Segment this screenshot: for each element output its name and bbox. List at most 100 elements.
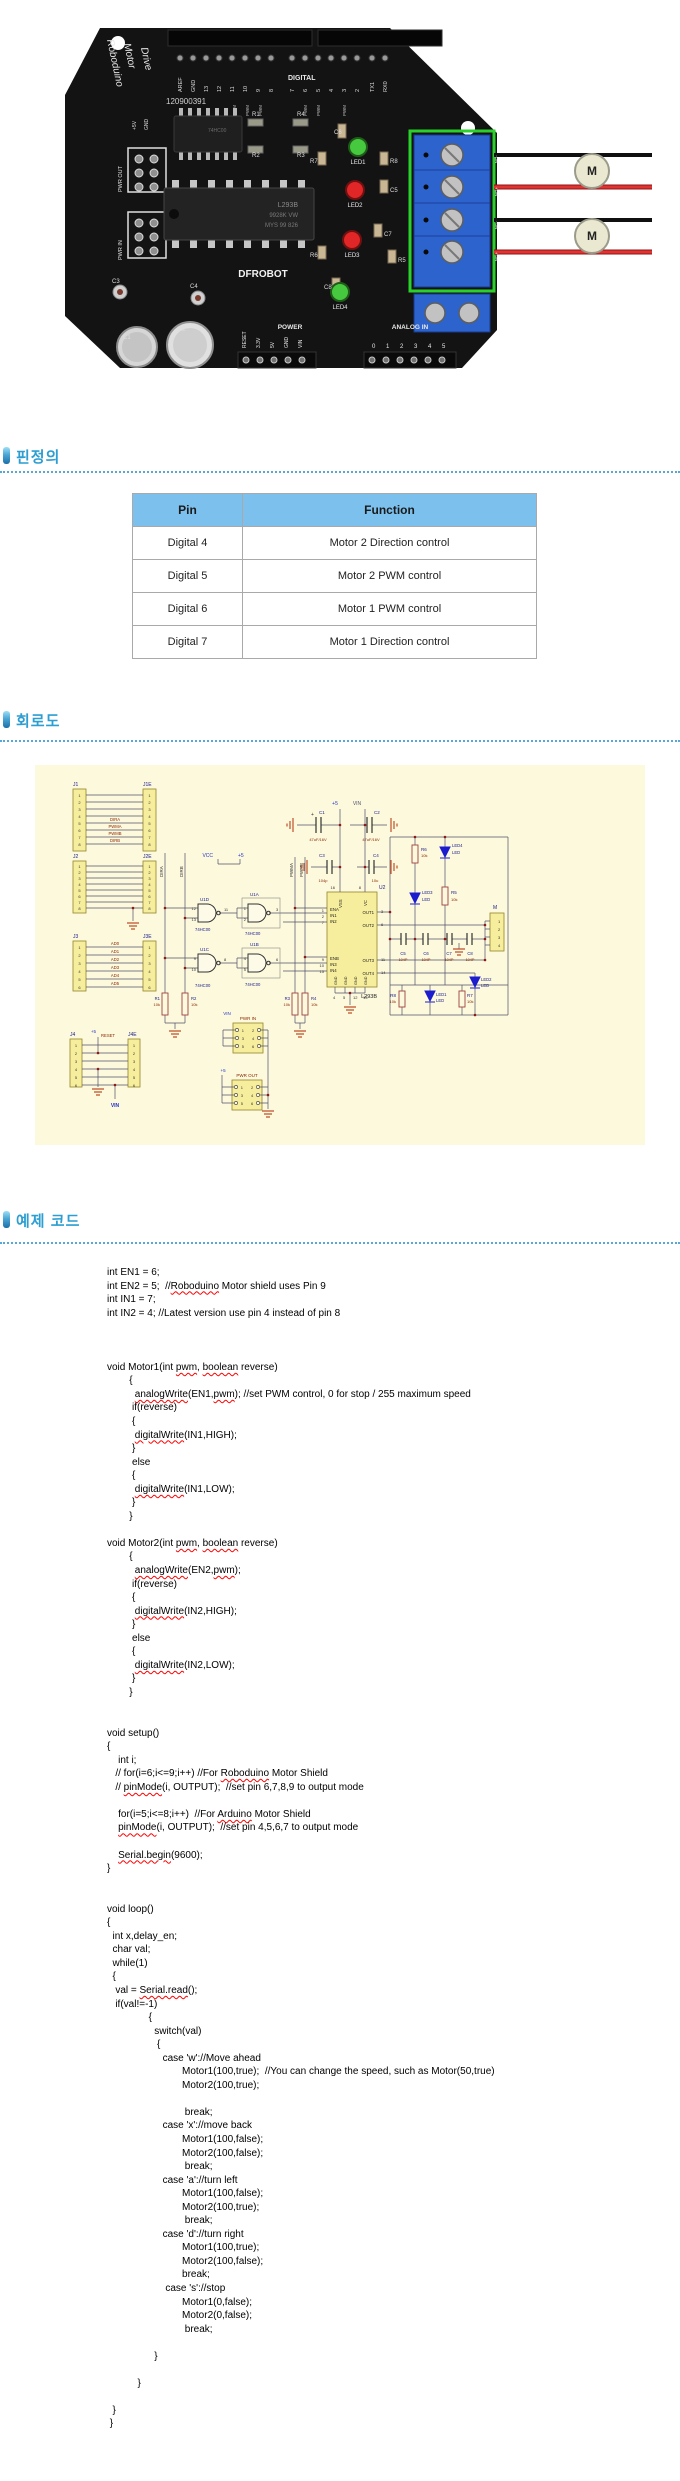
part-label: R7 [310, 159, 318, 165]
cap-ref: C4 [373, 853, 379, 858]
res-value: 10k [451, 897, 457, 902]
res-ref: R2 [191, 996, 197, 1001]
part-label: R5 [398, 258, 406, 264]
led-ref: LED3 [422, 890, 433, 895]
pin-label: 7 [290, 89, 296, 92]
part-label: LED4 [332, 305, 348, 311]
part-label: R6 [310, 253, 318, 259]
ic-pin: OUT4 [363, 971, 375, 976]
cap-value: 47uF/16V [362, 837, 380, 842]
pin-number: 6 [251, 1101, 254, 1106]
pwr-in-label: PWR IN [118, 240, 124, 260]
gate-part: 74HC00 [245, 982, 261, 987]
res-value: 10k [421, 853, 427, 858]
pin-number: 7 [148, 900, 151, 905]
pin-label: RX0 [383, 81, 389, 92]
led1-green [348, 137, 368, 157]
pin-number: 4 [148, 814, 151, 819]
ic-pin: GND [344, 976, 348, 985]
pin-label: 11 [230, 86, 236, 92]
part-label: C5 [390, 188, 398, 194]
electrolytic-caps [112, 284, 214, 369]
pin-number: 2 [75, 1051, 78, 1056]
dotted-rule [0, 471, 680, 473]
signal-label: AD1 [111, 949, 120, 954]
pin-number: 1 [133, 1043, 136, 1048]
pin-number: 9 [322, 957, 325, 962]
pin-number: 5 [148, 888, 151, 893]
pin-number: 4 [333, 995, 336, 1000]
pin-number: 3 [148, 961, 151, 966]
cap-ref: C2 [374, 810, 380, 815]
pin-number: 3 [242, 1036, 245, 1041]
pin-number: 12 [353, 995, 358, 1000]
cap-value: 10u [372, 878, 379, 883]
bottom-pin-label: 3.3V [256, 337, 262, 348]
pwr-holes [134, 154, 159, 256]
pin-number: 7 [78, 900, 81, 905]
pin-number: 8 [359, 885, 362, 890]
pin-number: 5 [78, 821, 81, 826]
connector-ref: J2 [73, 854, 79, 860]
pin-number: 4 [148, 882, 151, 887]
pin-number: 6 [78, 828, 81, 833]
cap-value: 104P [466, 958, 475, 962]
pin-number: 11 [224, 907, 229, 912]
ic-label: MYS 99 826 [265, 223, 299, 229]
green-highlight-box [408, 129, 496, 293]
led4-green [330, 282, 350, 302]
led-ref: LED4 [452, 843, 463, 848]
connector-ref: J4 [70, 1032, 76, 1038]
table-cell: Motor 1 Direction control [242, 625, 537, 659]
res-value: 10k [390, 999, 396, 1004]
signal-label: AD0 [111, 941, 120, 946]
led-ref: LED1 [436, 992, 447, 997]
ic-pin: OUT3 [363, 958, 375, 963]
ic-pin: ENA [330, 907, 339, 912]
bottom-pin-label: VIN [298, 339, 304, 348]
gate-part: 74HC00 [195, 927, 211, 932]
signal-label: DIRA [110, 817, 120, 822]
table-cell: Motor 1 PWM control [242, 592, 537, 626]
gate-part: 74HC00 [245, 931, 261, 936]
part-label: LED2 [347, 203, 363, 209]
section-header-pins: 핀정의 [0, 446, 680, 470]
motor-label: M [587, 229, 597, 243]
pin-number: 7 [148, 835, 151, 840]
pin-number: 13 [363, 995, 368, 1000]
ic-ref: U2 [379, 885, 386, 891]
pin-number: 6 [148, 828, 151, 833]
cap-ref: C6 [423, 951, 429, 956]
gate-part: 74HC00 [195, 983, 211, 988]
pin-number: 1 [244, 906, 247, 911]
section-title: 회로도 [16, 713, 61, 730]
ic-pin: IN1 [330, 913, 337, 918]
part-label: C6 [334, 130, 342, 136]
cap-ref: C8 [467, 951, 473, 956]
schematic-wires [82, 794, 509, 1109]
pin-number: 3 [78, 807, 81, 812]
section-title: 핀정의 [16, 449, 61, 466]
col-header-pin: Pin [132, 493, 243, 527]
signal-label: AD3 [111, 965, 120, 970]
pin-number: 10 [320, 963, 325, 968]
pwr-pin-circles [234, 1028, 261, 1105]
pin-number: 6 [276, 957, 279, 962]
resistor-symbols [161, 844, 466, 1016]
pin-number: 1 [78, 864, 81, 869]
pin-number: 1 [78, 793, 81, 798]
pin-number: 3 [78, 961, 81, 966]
power-terminal [413, 293, 491, 333]
pin-number: 6 [148, 894, 151, 899]
pin-label: 13 [204, 86, 210, 92]
cap-ref: C3 [319, 853, 325, 858]
connector-ref: PWR OUT [236, 1073, 257, 1078]
section-header-schematic: 회로도 [0, 710, 680, 734]
connector-ref: J3 [73, 934, 79, 940]
pin-number: 7 [322, 920, 325, 925]
part-label: R8 [390, 159, 398, 165]
pin-number: 3 [133, 1059, 136, 1064]
pin-label: 5 [316, 89, 322, 92]
